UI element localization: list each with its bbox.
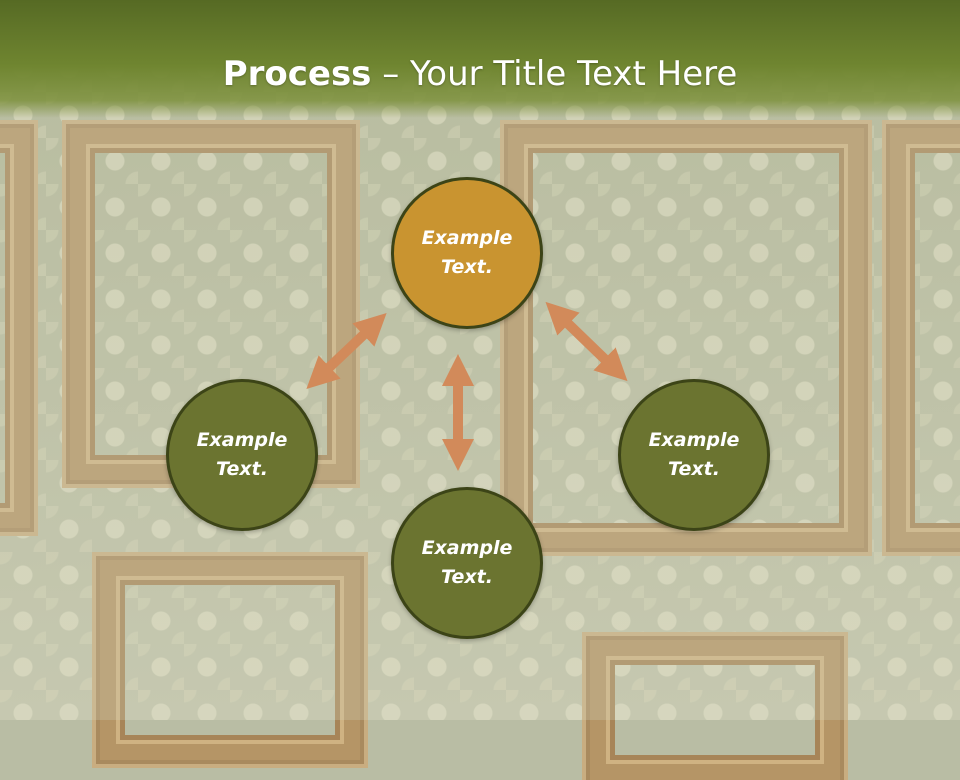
process-node-top[interactable]: Example Text. — [391, 177, 543, 329]
node-label: Example Text. — [648, 429, 740, 480]
process-node-bottom[interactable]: Example Text. — [391, 487, 543, 639]
arrow-top-right — [545, 301, 628, 382]
title-band — [0, 0, 960, 118]
picture-frame — [890, 128, 960, 548]
node-label: Example Text. — [421, 227, 513, 278]
process-node-right[interactable]: Example Text. — [618, 379, 770, 531]
title-bold: Process — [222, 54, 372, 94]
picture-frame — [0, 128, 30, 528]
title-rest: – Your Title Text Here — [371, 54, 738, 94]
arrow-left-top — [306, 312, 387, 390]
process-node-left[interactable]: Example Text. — [166, 379, 318, 531]
wallpaper-background — [0, 0, 960, 720]
node-label: Example Text. — [196, 429, 288, 480]
node-label: Example Text. — [421, 537, 513, 588]
slide-title[interactable]: Process – Your Title Text Here — [0, 52, 960, 96]
picture-frame — [508, 128, 864, 548]
process-arrows — [306, 301, 628, 472]
